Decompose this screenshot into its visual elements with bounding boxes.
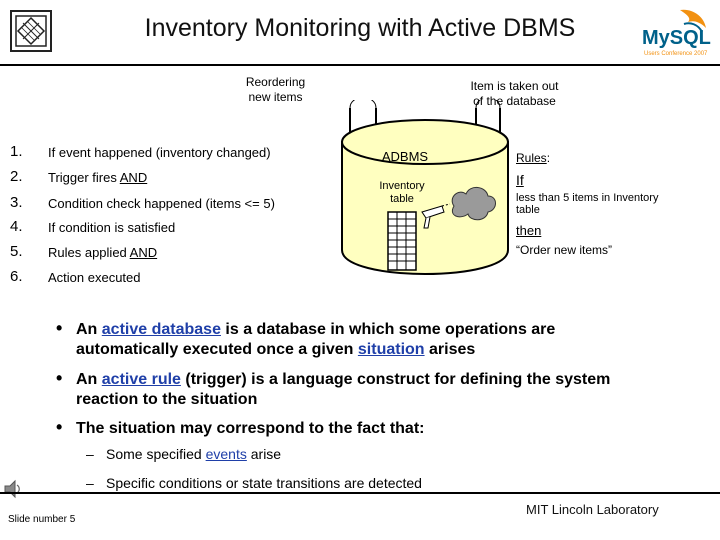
bullet-active-rule: An active rule (trigger) is a language c… (76, 371, 611, 408)
step-number: 2. (10, 168, 23, 185)
rules-then: then (516, 223, 542, 238)
rules-cloud-icon (451, 187, 496, 221)
subbullet-dash: – (86, 475, 94, 491)
rules-heading: Rules: (516, 151, 551, 165)
step-number: 5. (10, 243, 23, 260)
rules-condition: less than 5 items in Inventory table (516, 192, 659, 216)
reordering-label: Reordering new items (245, 75, 306, 104)
bullet-dot: • (56, 318, 63, 338)
step-number: 3. (10, 194, 23, 211)
events-link[interactable]: events (205, 446, 247, 462)
step-text: If condition is satisfied (48, 220, 176, 235)
bullet-situation: The situation may correspond to the fact… (76, 420, 425, 437)
rules-if: If (516, 172, 524, 188)
step-text: Action executed (48, 270, 141, 285)
header-divider (0, 64, 720, 66)
slide-number: Slide number 5 (8, 514, 76, 525)
inventory-table-icon (387, 211, 417, 271)
footer-divider (0, 492, 720, 494)
situation-link[interactable]: situation (357, 341, 425, 358)
step-number: 1. (10, 143, 23, 160)
inventory-label: Inventory table (379, 180, 425, 205)
bullet-dot: • (56, 368, 63, 388)
lincoln-lab-logo (10, 10, 52, 52)
cylinder-title: ADBMS (381, 149, 429, 164)
mysql-logo: MySQL Users Conference 2007 (640, 6, 714, 58)
rules-action: “Order new items” (516, 243, 613, 257)
active-database-link[interactable]: active database (101, 321, 221, 338)
mysql-logo-text: MySQL (642, 27, 711, 49)
subbullet-events: Some specified events arise (106, 446, 282, 462)
step-text: If event happened (inventory changed) (48, 145, 271, 160)
lab-name: MIT Lincoln Laboratory (526, 502, 659, 517)
step-text: Rules applied AND (48, 245, 158, 260)
taken-out-label: Item is taken out of the database (470, 79, 559, 108)
step-number: 6. (10, 268, 23, 285)
subbullet-dash: – (86, 446, 94, 462)
mysql-logo-caption: Users Conference 2007 (644, 51, 708, 57)
step-number: 4. (10, 218, 23, 235)
trigger-gun-icon (421, 203, 451, 229)
bullet-active-database: An active database is a database in whic… (76, 321, 556, 358)
adbms-diagram (341, 100, 509, 275)
bullet-dot: • (56, 417, 63, 437)
active-rule-link[interactable]: active rule (101, 371, 181, 388)
cylinder-body (341, 141, 509, 275)
slide-title: Inventory Monitoring with Active DBMS (144, 14, 576, 42)
step-text: Trigger fires AND (48, 170, 148, 185)
cylinder-top (341, 119, 509, 165)
step-text: Condition check happened (items <= 5) (48, 196, 275, 211)
subbullet-conditions: Specific conditions or state transitions… (106, 475, 422, 491)
